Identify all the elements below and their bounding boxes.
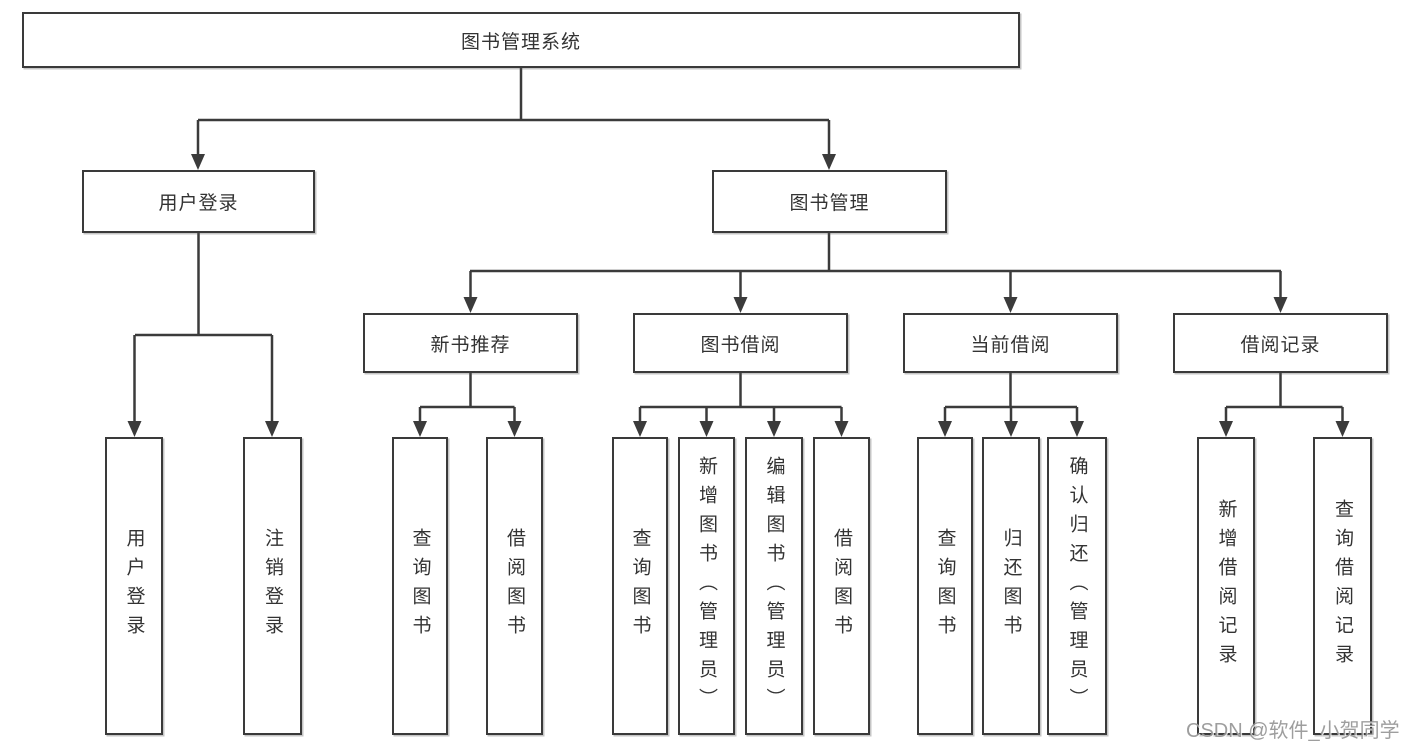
node-library-management-system: 图书管理系统 xyxy=(22,12,1020,68)
node-label: 编辑图书（管理员） xyxy=(763,455,785,717)
node-leaf-borrow-books-recommend: 借阅图书 xyxy=(486,437,543,735)
node-label: 新书推荐 xyxy=(430,334,511,356)
node-label: 确认归还（管理员） xyxy=(1066,455,1088,717)
node-label: 用户登录 xyxy=(123,528,145,644)
node-book-management: 图书管理 xyxy=(712,170,947,233)
node-label: 图书借阅 xyxy=(700,334,781,356)
node-label: 查询借阅记录 xyxy=(1332,499,1353,673)
node-current-borrowing: 当前借阅 xyxy=(903,313,1118,373)
node-leaf-query-books-recommend: 查询图书 xyxy=(392,437,448,735)
node-leaf-query-borrow-record: 查询借阅记录 xyxy=(1313,437,1372,735)
node-new-book-recommendation: 新书推荐 xyxy=(363,313,578,373)
node-book-borrowing: 图书借阅 xyxy=(633,313,848,373)
node-label: 图书管理系统 xyxy=(460,31,581,53)
node-label: 借阅图书 xyxy=(504,528,525,644)
node-leaf-return-books: 归还图书 xyxy=(982,437,1040,735)
node-label: 借阅图书 xyxy=(831,528,852,644)
node-label: 用户登录 xyxy=(158,193,239,214)
node-label: 新增借阅记录 xyxy=(1215,499,1237,673)
node-leaf-user-login: 用户登录 xyxy=(105,437,163,735)
node-leaf-add-borrow-record: 新增借阅记录 xyxy=(1197,437,1255,735)
node-leaf-query-books-borrowing: 查询图书 xyxy=(612,437,668,735)
node-leaf-borrow-books: 借阅图书 xyxy=(813,437,870,735)
node-leaf-logout: 注销登录 xyxy=(243,437,302,735)
node-label: 图书管理 xyxy=(789,193,870,214)
node-label: 查询图书 xyxy=(409,528,431,644)
node-leaf-add-book-admin: 新增图书（管理员） xyxy=(678,437,735,735)
node-borrowing-records: 借阅记录 xyxy=(1173,313,1388,373)
node-label: 新增图书（管理员） xyxy=(696,455,717,717)
node-label: 借阅记录 xyxy=(1240,334,1321,356)
node-label: 当前借阅 xyxy=(970,334,1051,356)
connector-segments xyxy=(133,68,1344,423)
node-label: 查询图书 xyxy=(629,528,651,644)
node-leaf-query-books-current: 查询图书 xyxy=(917,437,973,735)
node-label: 注销登录 xyxy=(262,528,283,644)
node-label: 归还图书 xyxy=(1000,528,1022,644)
node-label: 查询图书 xyxy=(934,528,956,644)
node-leaf-edit-book-admin: 编辑图书（管理员） xyxy=(745,437,803,735)
csdn-watermark: CSDN @软件_小贺同学 xyxy=(1186,720,1400,742)
node-user-login: 用户登录 xyxy=(82,170,315,233)
node-leaf-confirm-return-admin: 确认归还（管理员） xyxy=(1047,437,1107,735)
